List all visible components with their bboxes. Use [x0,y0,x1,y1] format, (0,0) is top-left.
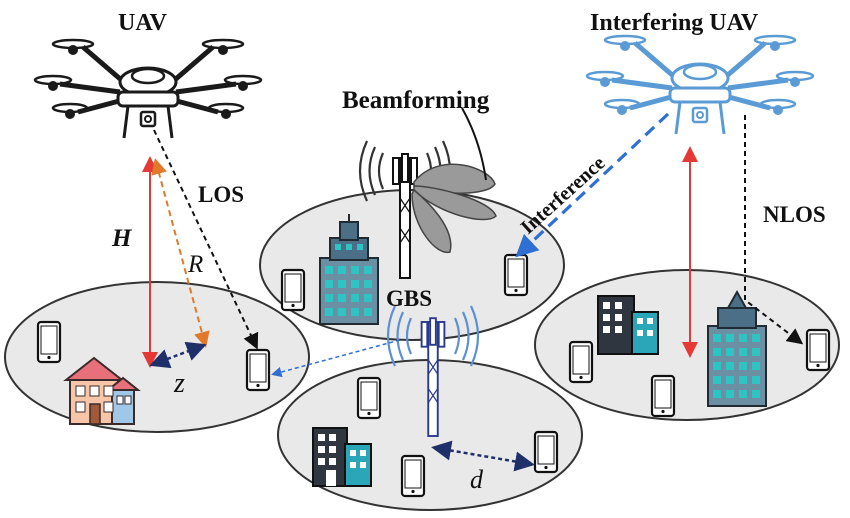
user-phone-icon [400,454,426,498]
user-phone-icon [805,328,831,372]
nlos-label: NLOS [763,202,826,227]
horizontal-distance-label: z [173,368,185,399]
skyscraper-icon-right [707,289,767,407]
nlos-link [744,115,804,345]
uav-drone-icon [35,40,261,138]
user-phone-icon [568,340,594,384]
gbs-downlink [271,339,401,378]
interfered-user-phone-icon [503,253,529,297]
interference-label: Interference [517,152,610,239]
beamforming-lobes [411,163,497,253]
beamforming-label: Beamforming [342,87,490,114]
office-building-icon [312,427,372,487]
user-phone-icon [650,374,676,418]
interfering-uav-label: Interfering UAV [590,10,759,36]
house-icon [63,356,141,425]
distance-label: d [470,465,484,494]
user-phone-icon [356,376,382,420]
range-label: R [187,251,203,278]
user-phone-icon [533,430,559,474]
uav-label: UAV [118,10,168,36]
height-label: H [111,225,133,252]
los-label: LOS [198,182,244,207]
user-phone-icon [36,320,62,364]
user-phone-icon [280,268,306,312]
los-link [153,129,259,350]
horizontal-distance-arrow [149,341,207,369]
skyscraper-icon [319,214,379,325]
distance-arrow [431,440,535,472]
beamforming-pointer [461,107,487,181]
interference-link [515,112,670,258]
office-building-icon-right [597,295,659,355]
served-user-phone-icon [245,348,271,392]
slant-range-arrow [151,158,210,348]
interfering-uav-drone-icon [587,36,813,134]
gbs-label: GBS [386,286,432,311]
